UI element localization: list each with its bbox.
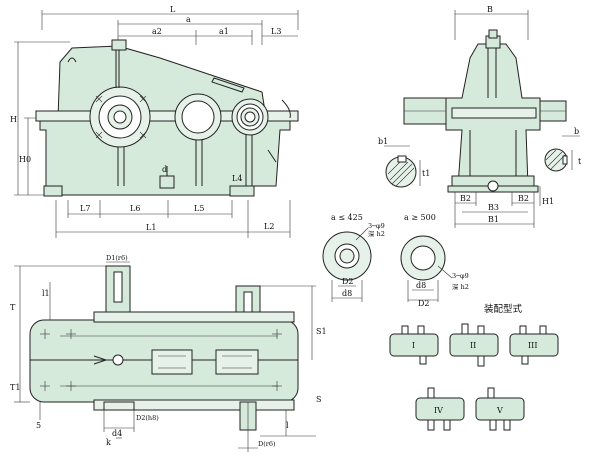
dim-L4: L4 (232, 174, 242, 183)
dim-L5: L5 (194, 204, 204, 213)
depth-right-label: 深 h2 (452, 282, 469, 291)
assembly-types: 装配型式 I II III IV V (389, 303, 559, 431)
dim-L6: L6 (130, 204, 140, 213)
dim-d: d (162, 165, 167, 174)
dim-t1: t1 (422, 169, 430, 178)
dim-d8-right: d8 (416, 281, 426, 290)
top-view: D1(r6) l1 T S1 (10, 254, 327, 452)
dim-B: B (487, 5, 493, 14)
dim-S: S (316, 395, 321, 404)
dim-l1: l1 (42, 289, 50, 298)
dim-B2-right: B2 (518, 194, 529, 203)
assembly-title: 装配型式 (484, 303, 523, 315)
dim-T: T (10, 303, 16, 312)
dim-a2: a2 (152, 27, 162, 36)
dim-b: b (574, 127, 579, 136)
holes-left-label: 3─φ9 (368, 222, 385, 230)
dim-Dr6: D(r6) (258, 440, 276, 448)
dim-L: L (170, 5, 176, 14)
dim-d8-left: d8 (342, 289, 352, 298)
type-I-label: I (412, 341, 415, 350)
dim-D2-left: D2 (342, 277, 354, 286)
dim-H: H (10, 115, 17, 124)
depth-left-label: 深 h2 (368, 229, 385, 238)
dim-b1: b1 (378, 137, 388, 146)
dim-B1: B1 (488, 215, 499, 224)
dim-L1: L1 (146, 223, 156, 232)
dim-T1: T1 (10, 383, 20, 392)
type-III-label: III (528, 341, 537, 350)
flange-large-caption: a ≥ 500 (404, 213, 436, 222)
dim-D2-right: D2 (418, 299, 430, 308)
type-IV-label: IV (434, 406, 443, 415)
dim-H0: H0 (19, 155, 31, 164)
dim-S1: S1 (316, 327, 327, 336)
side-view: B b1 t1 (378, 5, 582, 228)
dim-D1r6: D1(r6) (106, 254, 128, 262)
flange-details: a ≤ 425 a ≥ 500 3─φ9 深 h2 D2 d8 d8 3─φ9 … (322, 213, 469, 308)
dim-D2h8: D2(h8) (136, 414, 159, 422)
flange-small-caption: a ≤ 425 (331, 213, 363, 222)
type-II-label: II (470, 341, 476, 350)
front-view: L a a2 a1 L3 H H0 (10, 5, 299, 238)
dim-L3: L3 (271, 27, 281, 36)
holes-right-label: 3─φ9 (452, 272, 469, 280)
dim-L2: L2 (264, 222, 274, 231)
dim-k: k (106, 438, 111, 447)
dim-five: 5 (36, 421, 41, 430)
dim-a: a (186, 15, 191, 24)
dim-t: t (578, 157, 582, 166)
dim-B2-left: B2 (460, 194, 471, 203)
type-V-label: V (496, 406, 503, 415)
dim-L7: L7 (80, 204, 90, 213)
dim-d4: d4 (112, 429, 122, 438)
dim-B3: B3 (488, 203, 499, 212)
dim-H1: H1 (542, 197, 554, 206)
dim-a1: a1 (219, 27, 229, 36)
dim-l: l (286, 421, 289, 430)
